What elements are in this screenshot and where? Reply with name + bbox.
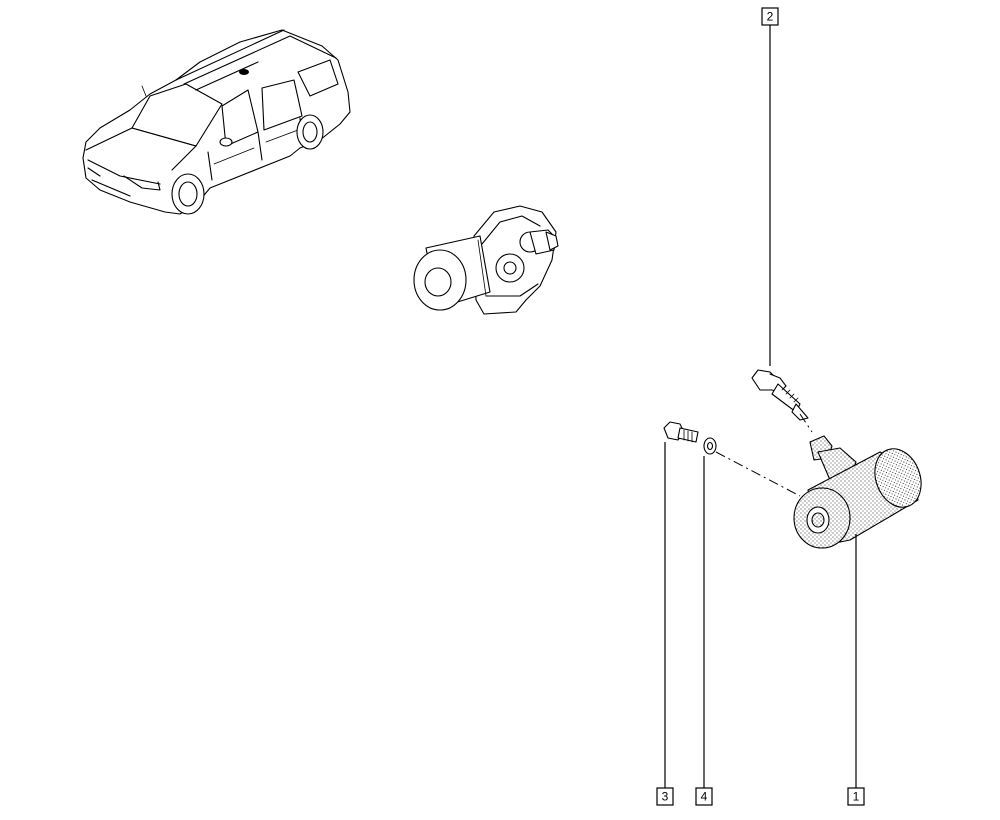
estate-car-icon [82, 29, 351, 215]
callout-2: 2 [761, 7, 779, 26]
assembly-lines [715, 413, 813, 497]
bleed-screw-icon [751, 369, 809, 421]
callout-2-label: 2 [767, 10, 774, 24]
washer-icon [703, 437, 717, 455]
wheel-cylinder-icon [793, 435, 922, 549]
mounting-bolt-icon [663, 421, 699, 443]
callout-leaders [664, 25, 857, 788]
wheel-cylinder-assembly-icon [413, 205, 559, 315]
callout-1: 1 [847, 787, 865, 806]
callout-3: 3 [656, 787, 674, 806]
callout-3-label: 3 [662, 790, 669, 804]
callout-1-label: 1 [853, 790, 860, 804]
callout-4: 4 [695, 787, 713, 806]
callout-4-label: 4 [701, 790, 708, 804]
